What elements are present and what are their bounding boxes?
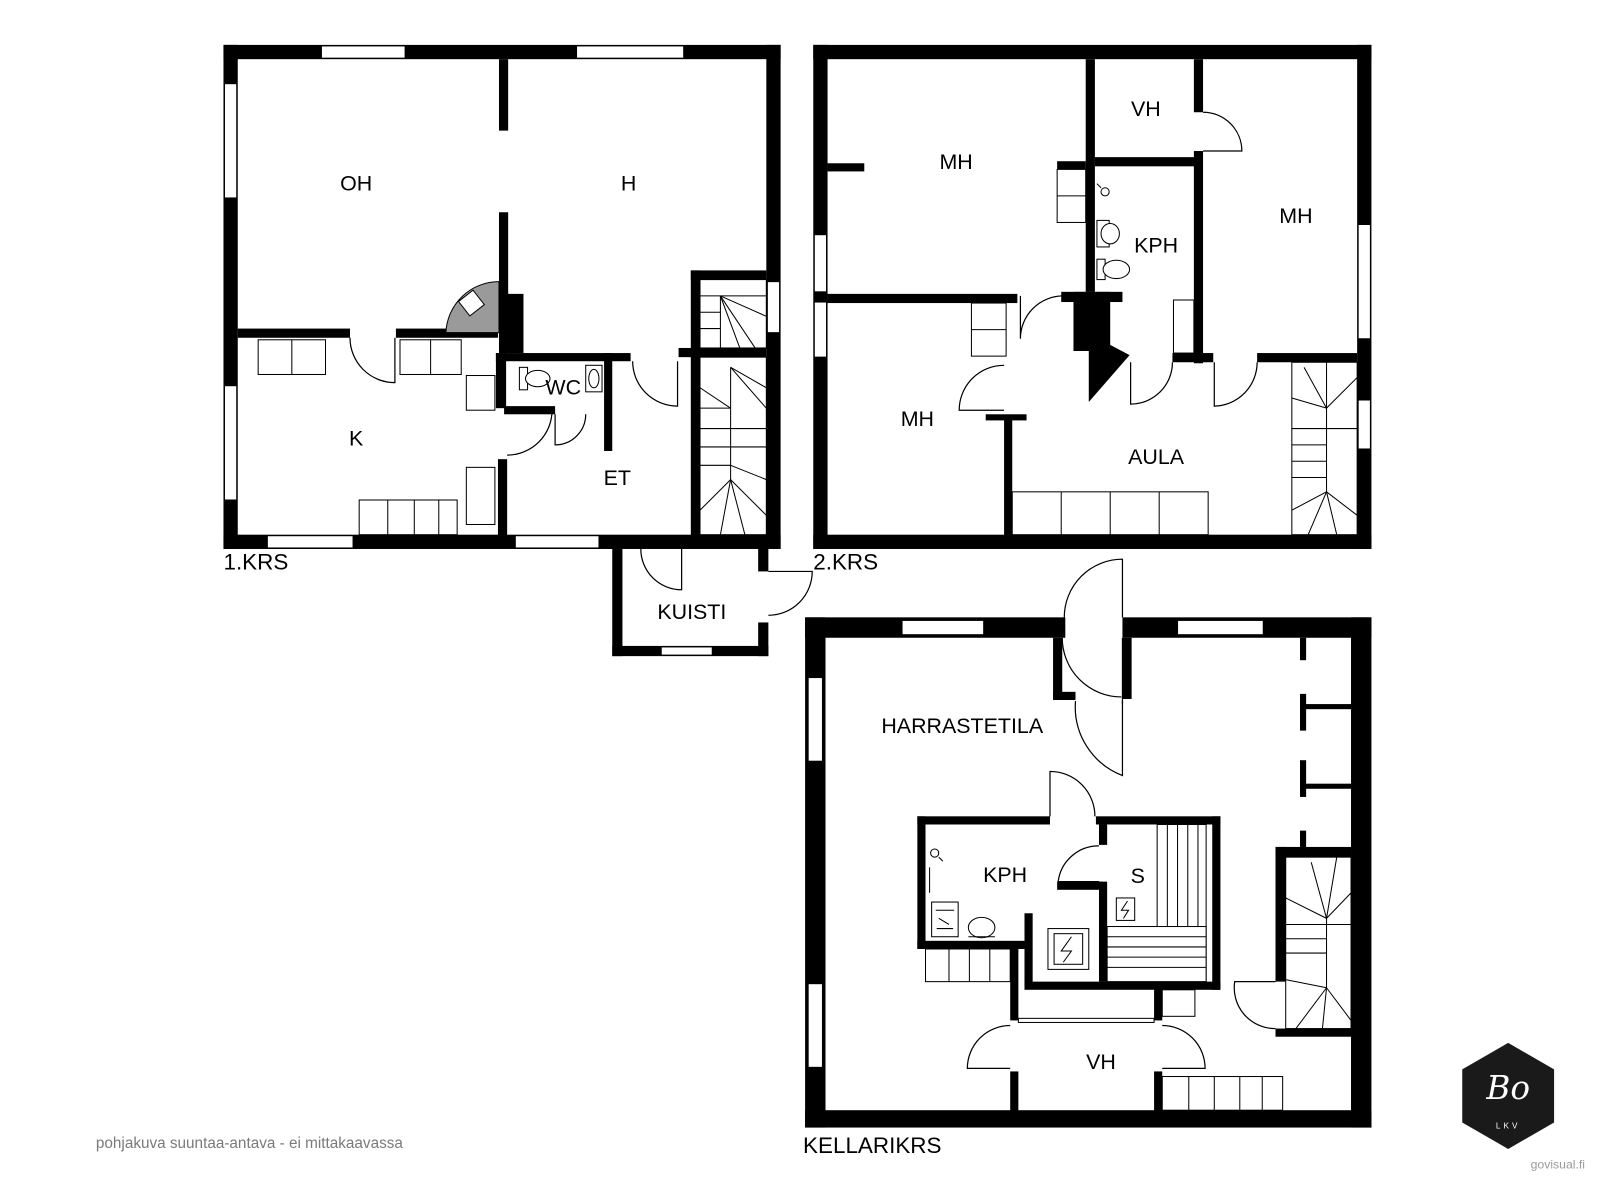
- room-label-mh-right: MH: [1279, 204, 1312, 228]
- room-label-s: S: [1131, 864, 1145, 888]
- basement-windows: [807, 619, 1264, 1068]
- room-label-et: ET: [604, 466, 631, 490]
- room-label-vh: VH: [1086, 1050, 1116, 1074]
- room-label-mh-left: MH: [901, 407, 934, 431]
- agency-logo: Bo LKV: [1462, 1042, 1555, 1149]
- electric-heater-icon: [1047, 928, 1090, 970]
- sauna-stove-icon: [1115, 897, 1136, 921]
- second-floor-plan: MH VH KPH MH MH AULA 2.KRS: [813, 44, 1372, 574]
- floor-label-first: 1.KRS: [223, 549, 288, 574]
- floor-label-second: 2.KRS: [813, 549, 878, 574]
- washing-machine-icon: [931, 901, 959, 938]
- wardrobes: [970, 168, 1209, 536]
- basement-doors: [966, 558, 1276, 1069]
- first-floor-plan: OH H K WC ET KUISTI 1.KRS: [223, 44, 813, 657]
- stairs-icon: [1285, 856, 1352, 1030]
- room-label-oh: OH: [340, 171, 372, 195]
- sauna-benches: [1106, 823, 1207, 983]
- first-floor-doors: [349, 337, 813, 616]
- sink-icon: [1096, 219, 1120, 248]
- credit-text: govisual.fi: [1531, 1157, 1585, 1171]
- shower-icon: [929, 848, 944, 893]
- sink-icon: [585, 364, 603, 393]
- logo-subtitle: LKV: [1496, 1122, 1521, 1131]
- stairs-icon: [1291, 361, 1358, 536]
- room-label-h: H: [621, 171, 636, 195]
- second-floor-walls: [813, 44, 1372, 549]
- floor-label-basement: KELLARIKRS: [803, 1133, 941, 1158]
- room-label-kuisti: KUISTI: [657, 600, 726, 624]
- logo-monogram: Bo: [1485, 1069, 1530, 1107]
- fireplace-icon: [445, 281, 500, 334]
- room-label-vh: VH: [1131, 97, 1161, 121]
- room-label-harrastetila: HARRASTETILA: [881, 714, 1043, 738]
- toilet-icon: [1096, 258, 1131, 281]
- room-label-mh-top: MH: [939, 150, 972, 174]
- second-floor-doors: [958, 111, 1258, 411]
- stairs-icon: [699, 279, 767, 536]
- room-label-kph: KPH: [1134, 234, 1178, 258]
- toilet-icon: [518, 366, 551, 391]
- sink-icon: [967, 916, 996, 939]
- scale-disclaimer: pohjakuva suuntaa-antava - ei mittakaava…: [96, 1135, 403, 1152]
- room-label-k: K: [349, 426, 364, 450]
- basement-cabinets: [925, 948, 1284, 1111]
- second-floor-windows: [813, 223, 1371, 450]
- room-label-kph: KPH: [983, 863, 1027, 887]
- room-label-aula: AULA: [1128, 445, 1185, 469]
- kitchen-cabinets: [257, 339, 496, 536]
- shower-icon: [1096, 183, 1110, 197]
- basement-plan: HARRASTETILA KPH S VH KELLARIKRS: [803, 558, 1372, 1158]
- first-floor-windows: [223, 45, 781, 656]
- room-label-wc: WC: [545, 375, 581, 399]
